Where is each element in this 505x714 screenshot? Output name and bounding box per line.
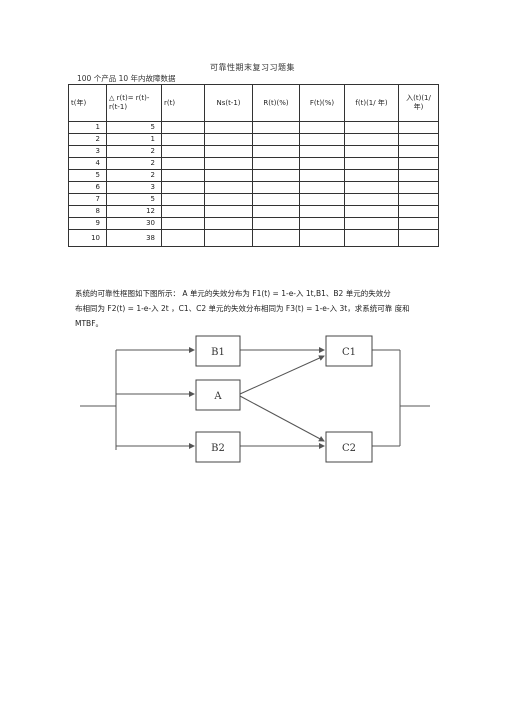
block-b2: B2 [195,431,241,463]
cell-dr: 5 [106,121,162,134]
cell-dr: 2 [106,145,162,158]
cell-t: 2 [68,133,107,146]
cell-dr: 1 [106,133,162,146]
problem-line-1: 系统的可靠性框图如下图所示： A 单元的失效分布为 F1(t) = 1-e-入 … [75,289,391,298]
header-density: f(t)(1/ 年) [344,84,399,122]
header-r: r(t) [161,84,205,122]
block-c2: C2 [325,431,373,463]
cell-t: 6 [68,181,107,194]
cell-t: 3 [68,145,107,158]
cell-dr: 2 [106,169,162,182]
reliability-block-diagram: B1 A B2 C1 C2 [80,335,430,463]
cell-t: 10 [68,229,107,247]
block-c1-label: C1 [342,347,356,358]
header-unreliability: F(t)(%) [299,84,345,122]
block-b1: B1 [195,335,241,367]
header-ns: Ns(t-1) [204,84,253,122]
header-failure-rate: 入(t)(1/ 年) [398,84,439,122]
page-title: 可靠性期末复习习题集 [210,63,295,72]
block-c2-label: C2 [342,443,356,454]
block-a-label: A [213,391,222,402]
header-reliability: R(t)(%) [252,84,300,122]
problem-line-3: MTBF。 [75,319,104,328]
header-t: t(年) [68,84,107,122]
table-caption: 100 个产品 10 年内故障数据 [77,74,176,83]
cell-t: 9 [68,217,107,230]
cell-t: 1 [68,121,107,134]
cell-dr: 30 [106,217,162,230]
problem-line-2: 布相同为 F2(t) = 1-e-入 2t ，C1、C2 单元的失效分布相同为 … [75,304,410,313]
cell-t: 7 [68,193,107,206]
failure-data-table: t(年) △ r(t)= r(t)-r(t-1) r(t) Ns(t-1) R(… [68,84,439,247]
cell-dr: 3 [106,181,162,194]
block-c1: C1 [325,335,373,367]
block-b2-label: B2 [211,443,225,454]
block-b1-label: B1 [211,347,225,358]
cell-dr: 12 [106,205,162,218]
table-header-row: t(年) △ r(t)= r(t)-r(t-1) r(t) Ns(t-1) R(… [68,84,439,122]
cell-t: 4 [68,157,107,170]
block-a: A [195,379,241,411]
cell-dr: 38 [106,229,162,247]
cell-t: 5 [68,169,107,182]
cell-t: 8 [68,205,107,218]
problem-statement: 系统的可靠性框图如下图所示： A 单元的失效分布为 F1(t) = 1-e-入 … [75,286,435,331]
header-delta-r: △ r(t)= r(t)-r(t-1) [106,84,162,122]
cell-dr: 5 [106,193,162,206]
cell-dr: 2 [106,157,162,170]
